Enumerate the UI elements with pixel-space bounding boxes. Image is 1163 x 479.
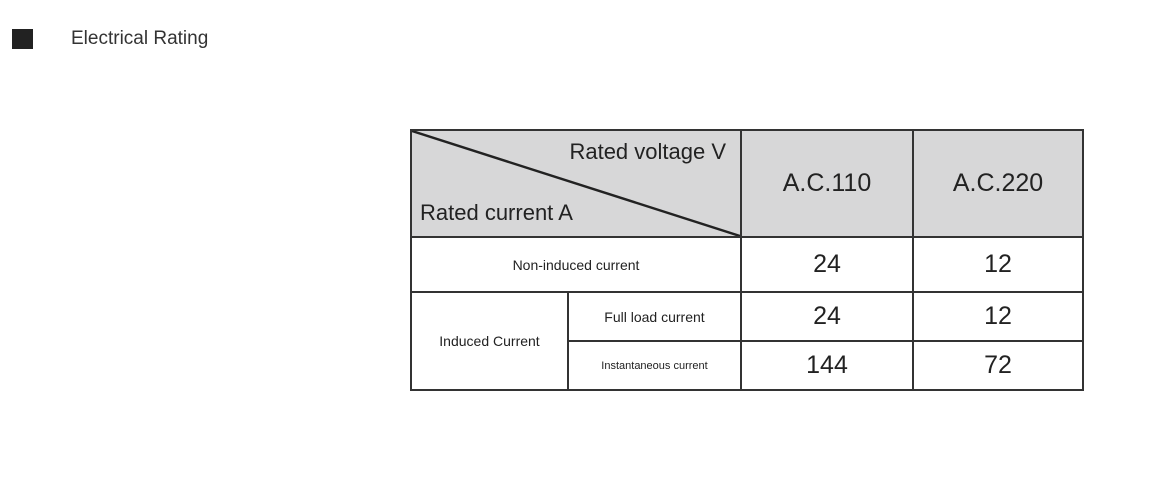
row-label-full-load: Full load current: [567, 291, 742, 342]
value-cell: 72: [912, 340, 1084, 391]
corner-header-cell: Rated voltage V Rated current A: [410, 129, 742, 238]
row-label-instantaneous: Instantaneous current: [567, 340, 742, 391]
value-cell: 144: [740, 340, 914, 391]
rated-voltage-label: Rated voltage V: [569, 139, 726, 164]
table-row: Instantaneous current 144 72: [411, 340, 1084, 391]
section-marker-square: [12, 29, 33, 49]
value-cell: 12: [912, 291, 1084, 342]
electrical-rating-table: Rated voltage V Rated current A A.C.110 …: [410, 129, 1084, 391]
value-cell: 12: [912, 236, 1084, 293]
section-title: Electrical Rating: [71, 28, 209, 49]
row-label-non-induced: Non-induced current: [410, 236, 742, 293]
table-row: Induced Current Full load current 24 12: [410, 291, 1084, 391]
diagonal-divider: [413, 132, 739, 235]
column-header-ac110: A.C.110: [740, 129, 914, 238]
table-header-row: Rated voltage V Rated current A A.C.110 …: [410, 129, 1084, 238]
rated-current-label: Rated current A: [420, 200, 573, 225]
table-row: Non-induced current 24 12: [410, 236, 1084, 293]
row-group-induced-current: Induced Current: [410, 291, 569, 391]
value-cell: 24: [740, 236, 914, 293]
column-header-ac220: A.C.220: [912, 129, 1084, 238]
value-cell: 24: [740, 291, 914, 342]
